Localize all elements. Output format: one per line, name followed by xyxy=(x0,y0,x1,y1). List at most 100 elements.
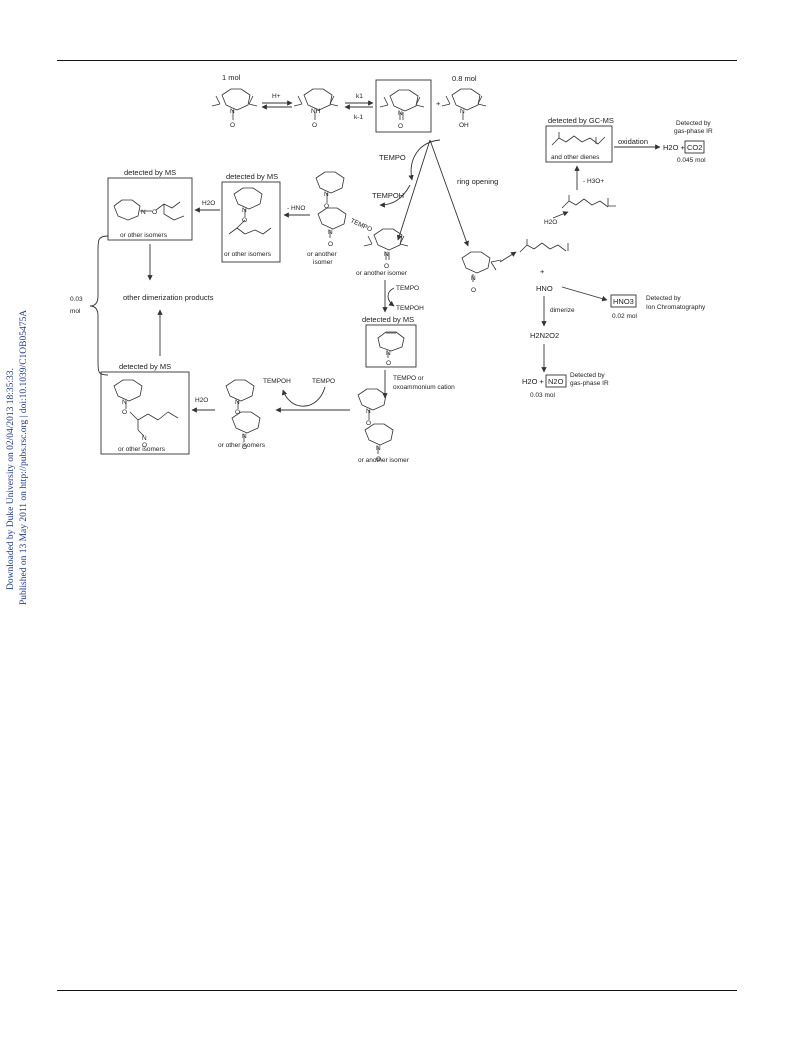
radical-intermediate xyxy=(363,228,409,260)
svg-text:N: N xyxy=(242,207,247,214)
svg-text:N: N xyxy=(460,108,465,115)
dimer-radical xyxy=(357,388,394,454)
ms-molecule-2 xyxy=(228,187,272,235)
label-or-other-isomers-3: or other isomers xyxy=(218,442,266,449)
label-tempoh-3: TEMPOH xyxy=(263,378,291,385)
ring-opened-intermediate xyxy=(461,251,502,282)
label-or-another-isomer-2: or another isomer xyxy=(356,270,408,277)
tempo-molecule-1 xyxy=(211,88,258,120)
label-detected-ic: Detected by xyxy=(646,295,681,302)
label-detected-ms-1: detected by MS xyxy=(124,168,176,177)
oxoammonium-molecule xyxy=(379,89,425,120)
top-rule xyxy=(57,60,737,61)
arrow-curve-tempo-2 xyxy=(387,287,395,307)
diene-molecule xyxy=(551,132,606,146)
label-co2-mol: 0.045 mol xyxy=(677,157,706,164)
svg-text:O: O xyxy=(122,409,127,416)
svg-text:N: N xyxy=(235,399,240,406)
brace-0-03-mol xyxy=(89,235,109,376)
label-minus-h3o: - H3O+ xyxy=(583,178,604,185)
label-h2o-n2o: H2O + xyxy=(522,377,545,386)
svg-text:O: O xyxy=(152,209,157,216)
label-or-another-isomer-1b: isomer xyxy=(313,259,333,266)
label-h2o-a: H2O xyxy=(544,219,557,226)
svg-text:O: O xyxy=(366,420,371,427)
svg-text:N: N xyxy=(230,108,235,115)
label-tempoh-1: TEMPOH xyxy=(372,191,404,200)
label-tempo-3: TEMPO xyxy=(312,378,335,385)
svg-text:O: O xyxy=(324,203,329,210)
svg-text:N: N xyxy=(141,209,146,216)
arrow-hno-to-hno3 xyxy=(561,286,608,302)
label-other-dienes: and other dienes xyxy=(551,154,600,161)
svg-text:O: O xyxy=(312,122,317,129)
label-hno: HNO xyxy=(536,284,553,293)
label-tempo-diagonal: TEMPO xyxy=(349,217,373,233)
svg-text:N: N xyxy=(384,251,389,258)
label-detected-ir-1: Detected by xyxy=(676,120,711,127)
download-notice: Downloaded by Duke University on 02/04/2… xyxy=(1,270,41,610)
svg-text:NH: NH xyxy=(311,108,321,115)
label-mol: mol xyxy=(70,308,81,315)
svg-text:N: N xyxy=(242,433,247,440)
label-or-another-isomer-1a: or another xyxy=(307,251,337,258)
tempoh-molecule-top xyxy=(441,88,487,120)
ms-molecule-4 xyxy=(113,379,179,437)
ms-molecule-1 xyxy=(113,199,185,221)
label-other-dimerization: other dimerization products xyxy=(123,293,214,302)
alcohol-cation-molecule xyxy=(561,195,616,209)
label-k1: k1 xyxy=(356,93,363,100)
dienes-box xyxy=(545,125,613,163)
label-minus-hno: - HNO xyxy=(287,205,305,212)
label-dimerize: dimerize xyxy=(550,307,575,314)
arrow-curve-tempo xyxy=(408,139,441,181)
label-n2o: N2O xyxy=(548,377,564,386)
svg-text:N: N xyxy=(398,110,403,117)
svg-text:OH: OH xyxy=(459,122,469,129)
svg-text:O: O xyxy=(386,360,391,367)
label-or-other-isomers-1: or other isomers xyxy=(120,232,168,239)
tempo-adduct-lower xyxy=(225,379,261,442)
label-tempo-2: TEMPO xyxy=(396,285,419,292)
label-tempo-or: TEMPO or xyxy=(393,375,425,382)
label-detected-ms-4: detected by MS xyxy=(119,362,171,371)
svg-text:O: O xyxy=(142,442,147,449)
arrow-to-diene xyxy=(499,251,517,263)
label-detected-gcms: detected by GC-MS xyxy=(548,116,614,125)
svg-text:O: O xyxy=(242,217,247,224)
svg-text:N: N xyxy=(328,229,333,236)
label-detected-ir-1b: gas-phase IR xyxy=(674,128,713,135)
svg-text:O: O xyxy=(376,456,381,463)
label-h2o-co2: H2O + xyxy=(663,143,686,152)
n2o-box xyxy=(545,374,567,388)
label-or-other-isomers-2: or other isomers xyxy=(224,251,272,258)
arrow-to-radical xyxy=(396,139,431,241)
svg-text:N: N xyxy=(324,191,329,198)
label-0-03: 0.03 xyxy=(70,296,83,303)
label-plus-hno: + xyxy=(540,267,545,276)
label-hno3-mol: 0.02 mol xyxy=(612,313,637,320)
svg-text:N: N xyxy=(386,350,391,357)
ms-box-2 xyxy=(221,181,281,263)
svg-text:N: N xyxy=(122,399,127,406)
tempo-molecule-protonated xyxy=(293,88,339,120)
ms-box-4 xyxy=(100,371,190,455)
svg-text:N: N xyxy=(142,435,147,442)
label-n2o-mol: 0.03 mol xyxy=(530,392,555,399)
arrow-curve-tempoh-3 xyxy=(281,386,326,407)
svg-text:O: O xyxy=(235,409,240,416)
unsaturated-oxoammonium xyxy=(377,331,405,358)
label-h2n2o2: H2N2O2 xyxy=(530,331,559,340)
label-ring-opening: ring opening xyxy=(457,177,498,186)
label-oxidation: oxidation xyxy=(618,137,648,146)
svg-text:N: N xyxy=(366,408,371,415)
label-0-8-mol: 0.8 mol xyxy=(452,74,477,83)
label-hno3: HNO3 xyxy=(613,297,634,306)
unsaturated-box xyxy=(365,324,417,368)
label-or-another-isomer-3: or another isomer xyxy=(358,457,410,464)
label-plus-top: + xyxy=(436,99,441,108)
arrow-h2o-attack xyxy=(552,211,569,219)
tempo-adduct-upper xyxy=(315,171,347,238)
download-notice-line2: Published on 13 May 2011 on http://pubs.… xyxy=(19,310,29,605)
